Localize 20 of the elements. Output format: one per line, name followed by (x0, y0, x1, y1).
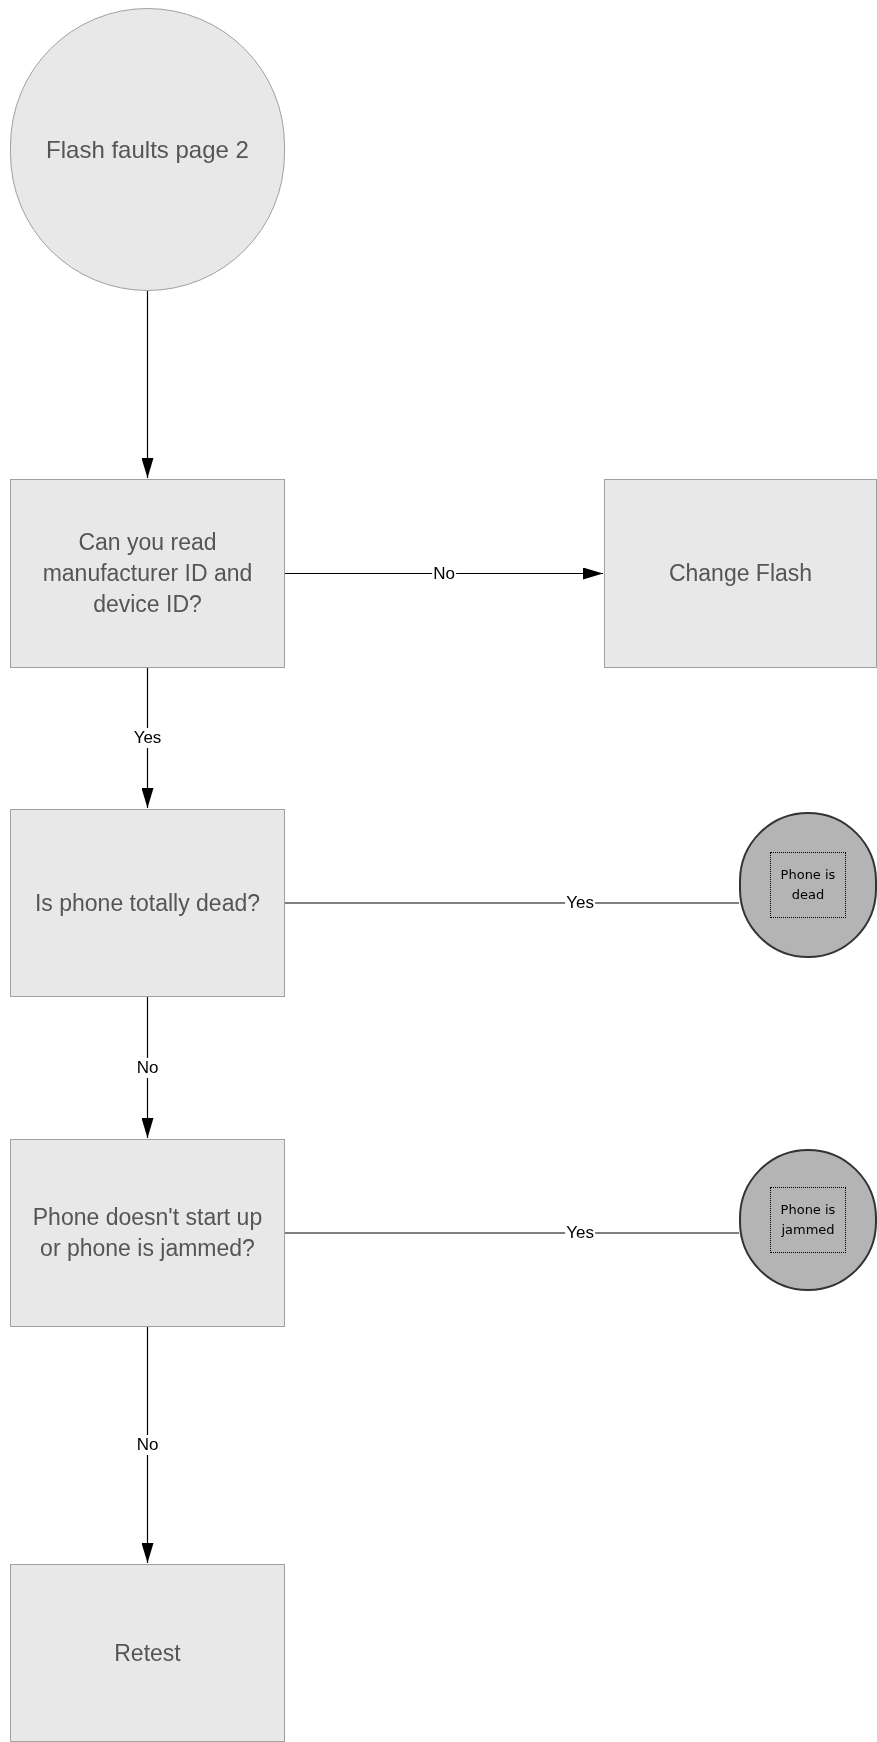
node-text: Flash faults page 2 (46, 134, 249, 165)
connector-arrow (141, 1326, 154, 1564)
node-text: Can you read manufacturer ID and device ID? (41, 528, 254, 619)
edge-label: Yes (132, 728, 163, 748)
edge-label: No (135, 1057, 160, 1078)
node-text: Change Flash (668, 559, 813, 588)
connector-arrow (284, 567, 604, 580)
connector-arrow (141, 290, 154, 479)
process-box (10, 1564, 285, 1742)
process-box (10, 1139, 285, 1327)
process-box (10, 809, 285, 997)
node-text: Phone doesn't start up or phone is jammed? (31, 1203, 264, 1263)
connector-arrow (141, 996, 154, 1139)
node-text: Is phone totally dead? (34, 888, 261, 918)
node-text: Retest (114, 1638, 181, 1668)
process-box (604, 479, 877, 668)
process-box (10, 479, 285, 668)
node-text: Phone is dead (770, 852, 846, 918)
edge-label: No (135, 1435, 160, 1455)
node-text: Phone is jammed (770, 1187, 846, 1253)
